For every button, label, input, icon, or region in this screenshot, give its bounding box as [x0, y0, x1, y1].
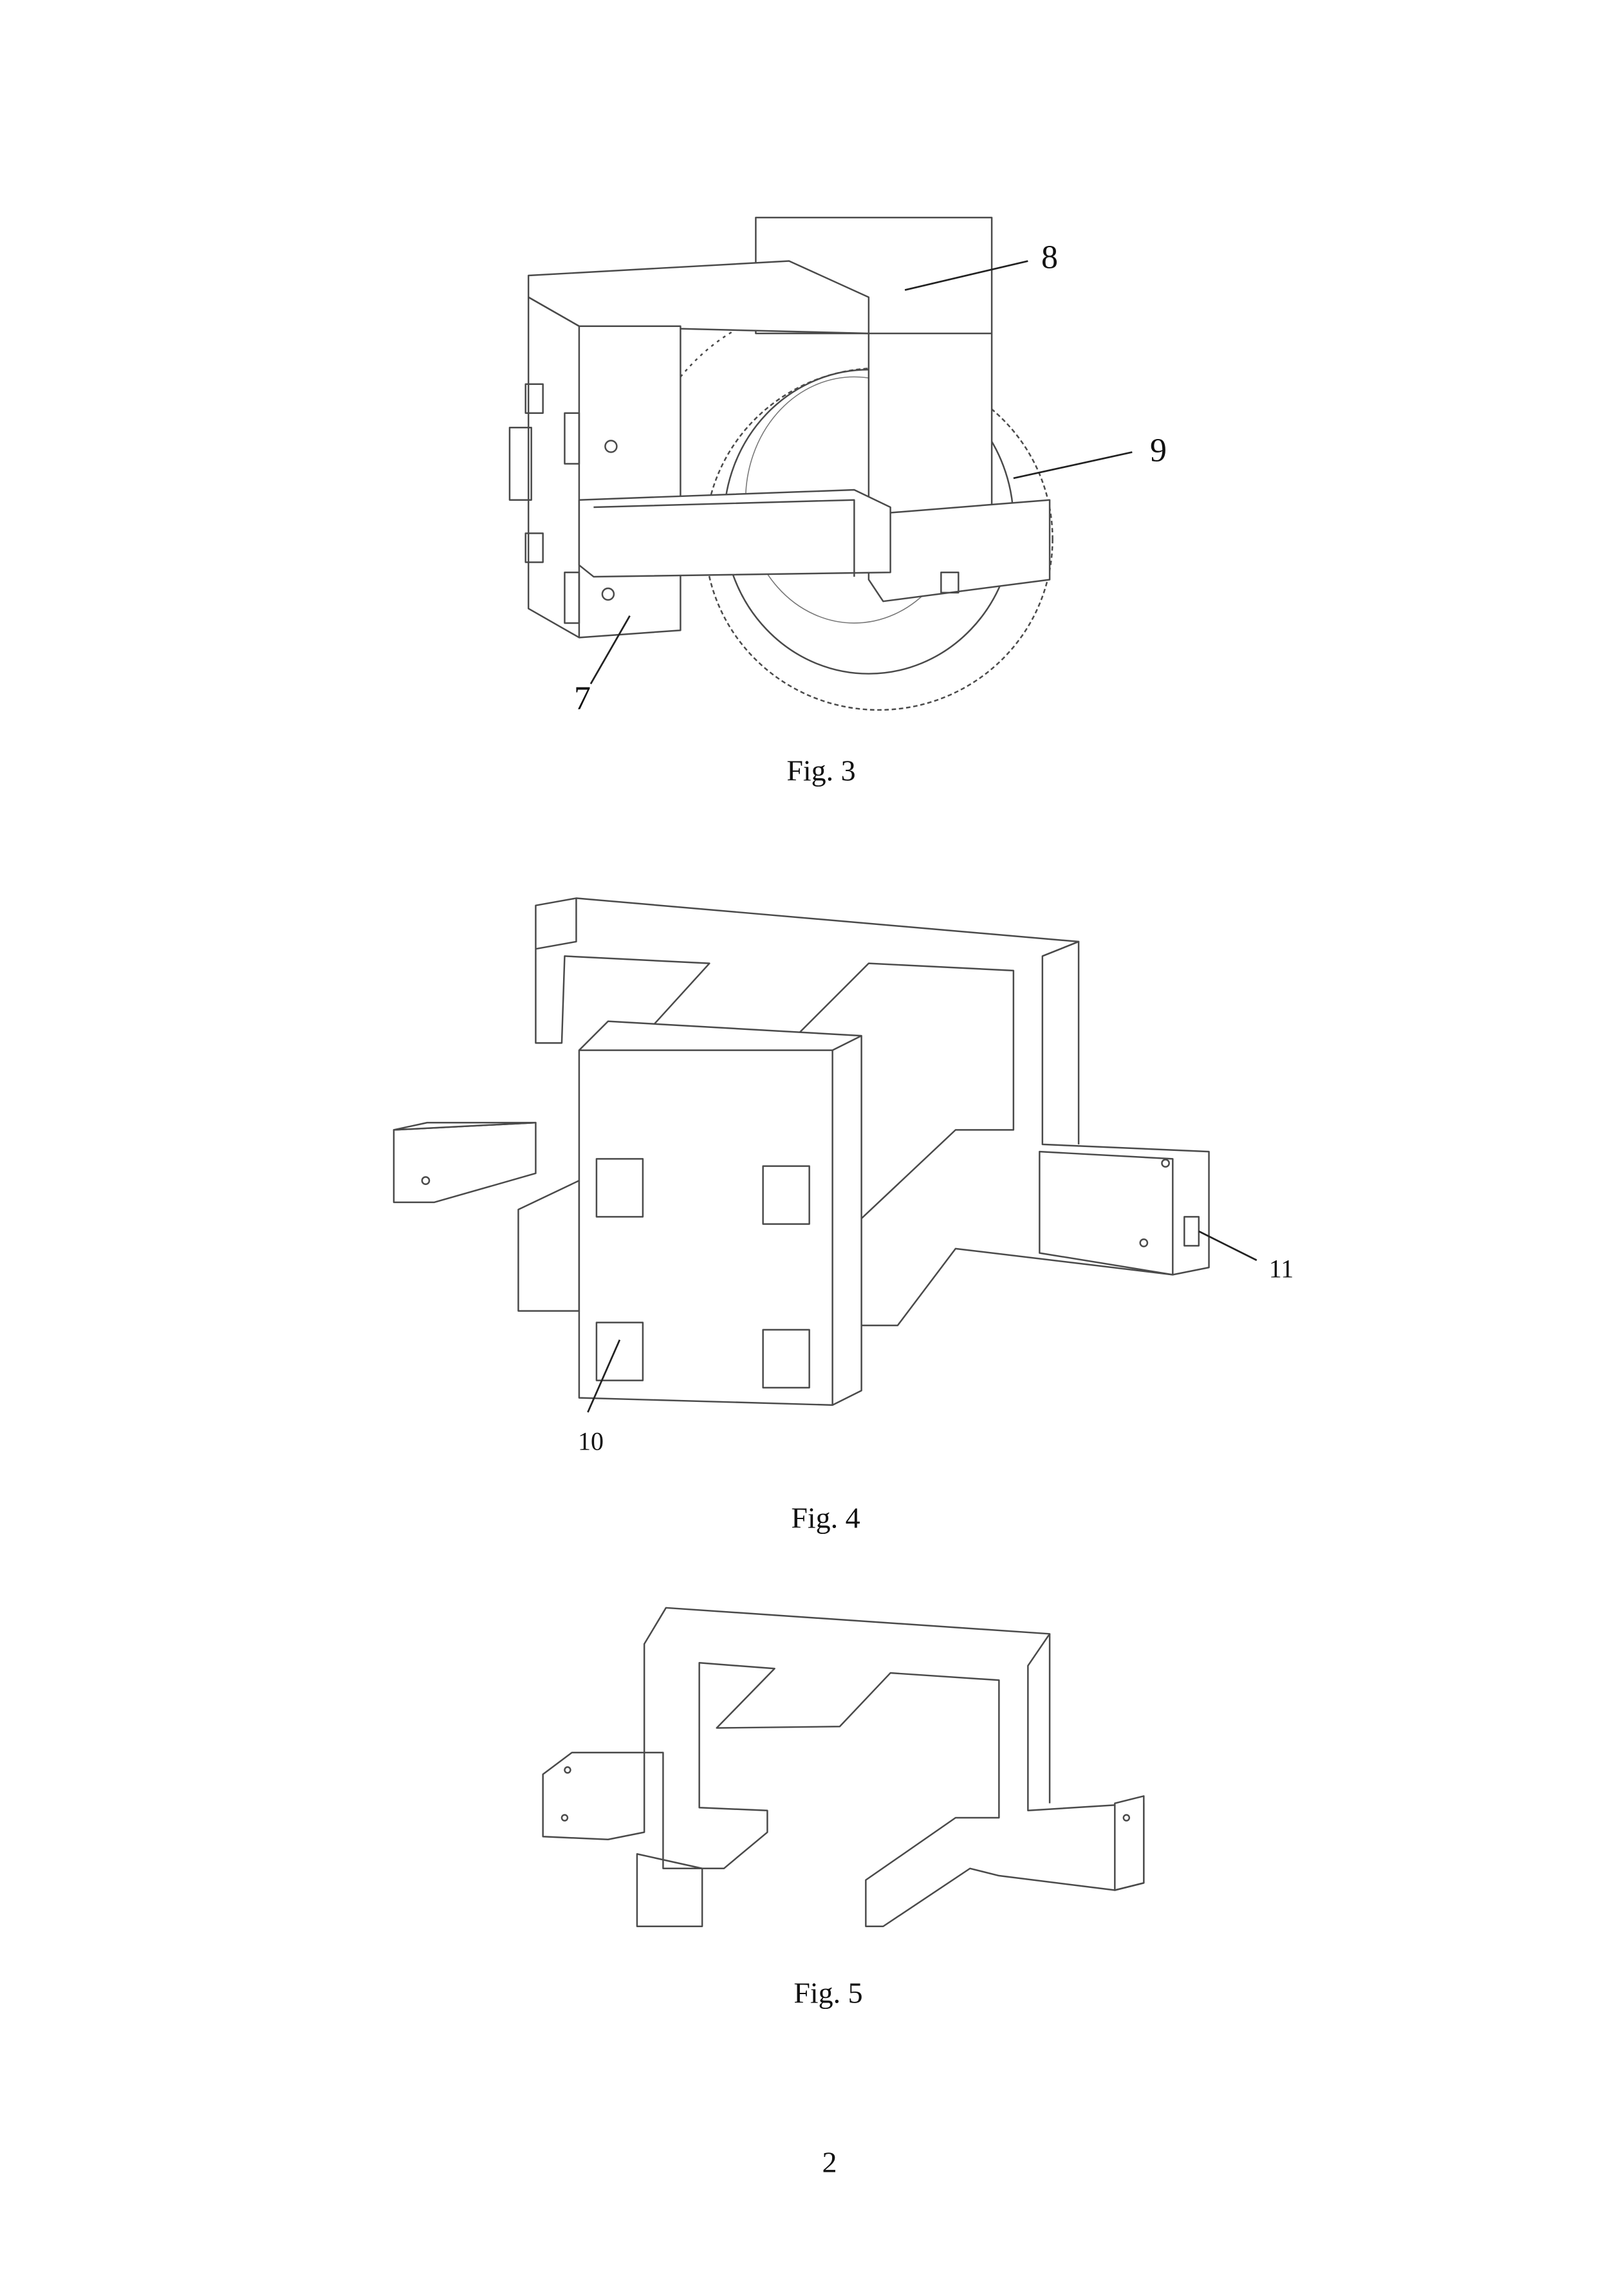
fig3-label-8: 8: [1041, 239, 1058, 277]
fig4-label-10: 10: [578, 1426, 604, 1457]
fig3-label-7: 7: [574, 680, 591, 718]
fig3-part-7-block: [528, 297, 680, 638]
fig3-drawing: [510, 218, 1132, 710]
page-number: 2: [822, 2145, 837, 2179]
fig4-label-11: 11: [1269, 1254, 1294, 1284]
fig3-caption: Fig. 3: [786, 754, 855, 788]
fig5-caption: Fig. 5: [793, 1976, 862, 2010]
fig5-frame: [637, 1608, 1144, 1927]
fig4-drawing: [394, 898, 1257, 1412]
fig4-front-plate: [579, 1022, 862, 1405]
fig5-drawing: [543, 1608, 1144, 1927]
fig4-caption: Fig. 4: [791, 1501, 860, 1535]
fig3-label-9: 9: [1150, 432, 1167, 470]
